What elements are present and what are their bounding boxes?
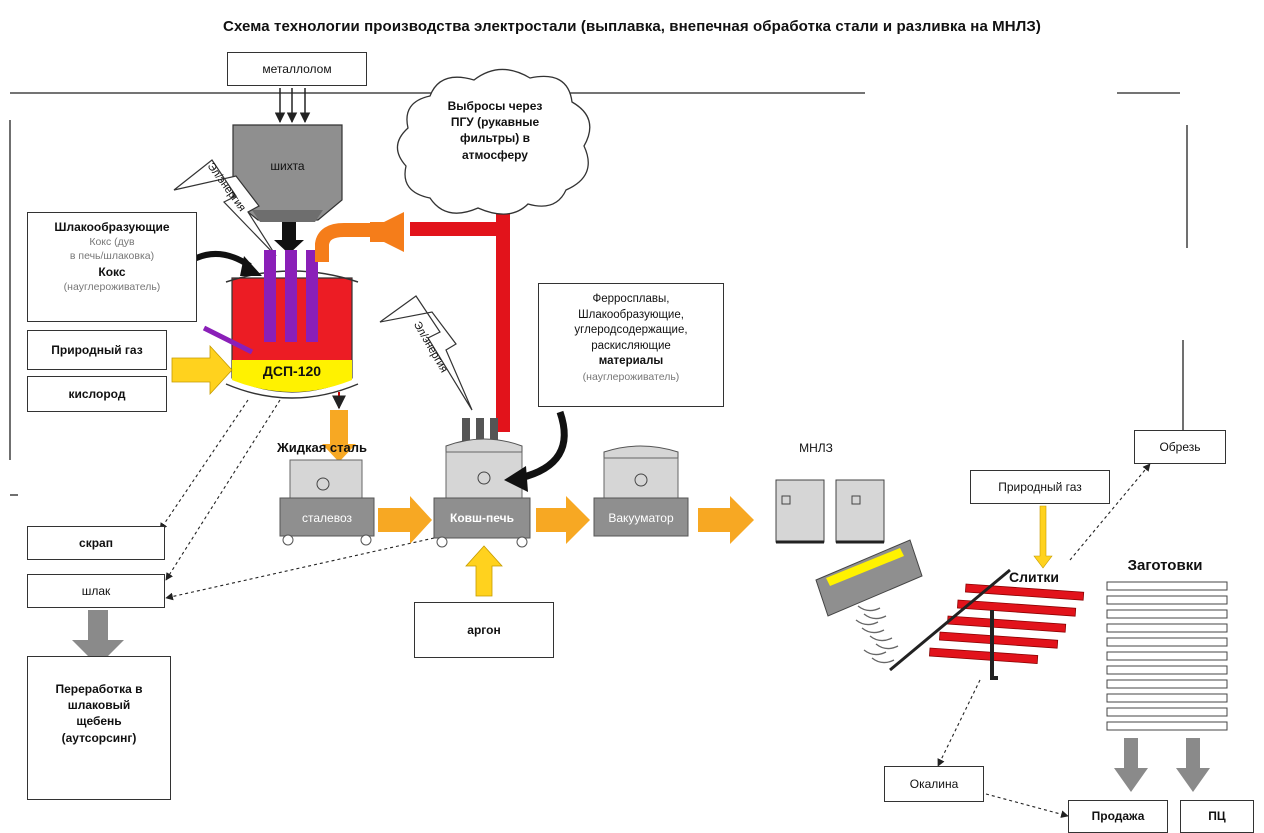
box-oxygen: кислород bbox=[27, 376, 167, 412]
curved-arrow-icon bbox=[519, 410, 568, 482]
vacuum-degasser bbox=[593, 445, 689, 537]
label-vacuum: Вакууматор bbox=[608, 511, 674, 525]
box-obrez: Обрезь bbox=[1134, 430, 1226, 464]
label-sale: Продажа bbox=[1091, 809, 1145, 824]
label-liquid-steel: Жидкая сталь bbox=[276, 440, 367, 455]
curved-arrow-head bbox=[240, 256, 262, 276]
electrode bbox=[264, 250, 276, 342]
ferroalloys-line: Шлакообразующие, bbox=[578, 308, 684, 321]
ladle-furnace bbox=[433, 418, 531, 548]
emissions-line: Выбросы через bbox=[447, 99, 543, 113]
box-scale: Окалина bbox=[884, 766, 984, 802]
label-pc: ПЦ bbox=[1208, 809, 1226, 824]
diagram-title: Схема технологии производства электроста… bbox=[223, 18, 1041, 35]
ferroalloys-line: углеродсодержащие, bbox=[574, 324, 688, 337]
label-natural-gas-1: Природный газ bbox=[51, 342, 143, 357]
processing-line: (аутсорсинг) bbox=[61, 730, 137, 745]
slag-formers-line: Кокс bbox=[98, 264, 126, 279]
lightning-bolt-icon bbox=[379, 295, 473, 411]
slag-formers-line: Шлакообразующие bbox=[54, 220, 170, 234]
box-natural-gas-2: Природный газ bbox=[970, 470, 1110, 504]
gas-arrow bbox=[171, 344, 233, 396]
billets-stack bbox=[1106, 581, 1228, 731]
label-shikhta: шихта bbox=[270, 159, 305, 173]
ingot-rack bbox=[889, 568, 1011, 672]
arc-furnace bbox=[202, 250, 359, 399]
dashed-connectors bbox=[159, 399, 1151, 818]
box-slag-formers: Шлакообразующие Кокс (дув в печь/шлаковк… bbox=[27, 212, 197, 322]
slag-formers-line: Кокс (дув bbox=[89, 236, 135, 249]
label-ingots: Слитки bbox=[1008, 569, 1060, 585]
electrode bbox=[306, 250, 318, 342]
label-oxygen: кислород bbox=[68, 386, 126, 401]
label-slag: шлак bbox=[81, 583, 111, 598]
processing-line: щебень bbox=[76, 714, 122, 729]
ingot-hook bbox=[990, 610, 998, 680]
emissions-line: атмосферу bbox=[462, 147, 528, 162]
ccm-molds bbox=[775, 479, 885, 544]
label-billets: Заготовки bbox=[1127, 557, 1203, 574]
label-natural-gas-2: Природный газ bbox=[998, 479, 1082, 494]
label-emissions: Выбросы через ПГУ (рукавные фильтры) в а… bbox=[410, 98, 580, 163]
label-dsp: ДСП-120 bbox=[262, 363, 322, 379]
sale-arrow bbox=[1114, 738, 1148, 792]
flow-arrow-2 bbox=[536, 496, 590, 544]
processing-line: Переработка в bbox=[55, 682, 143, 696]
label-scale: Окалина bbox=[909, 776, 959, 791]
cloud-icon bbox=[396, 68, 591, 215]
frame-lines bbox=[9, 92, 1188, 496]
slag-formers-line: в печь/шлаковка) bbox=[69, 250, 155, 263]
ferroalloys-line: материалы bbox=[598, 355, 664, 368]
gas-down-arrow bbox=[1033, 505, 1053, 569]
emissions-line: ПГУ (рукавные bbox=[450, 115, 540, 130]
box-argon: аргон bbox=[414, 602, 554, 658]
argon-arrow bbox=[465, 545, 503, 597]
hopper-outlet bbox=[252, 210, 323, 222]
box-sale: Продажа bbox=[1068, 800, 1168, 833]
label-obrez: Обрезь bbox=[1159, 439, 1201, 454]
processing-line: шлаковый bbox=[67, 698, 131, 713]
curved-arrow-head bbox=[504, 466, 528, 492]
ingots-stack bbox=[929, 583, 1085, 664]
label-mnlz: МНЛЗ bbox=[799, 441, 833, 455]
lance bbox=[202, 325, 254, 355]
ferroalloys-line: Ферросплавы, bbox=[592, 293, 670, 305]
flow-arrow-1 bbox=[378, 496, 432, 544]
steel-ladle bbox=[279, 459, 375, 546]
scrap-feed-arrows bbox=[274, 88, 311, 124]
box-scrap: скрап bbox=[27, 526, 165, 560]
ccm-strand bbox=[815, 539, 923, 664]
box-slag: шлак bbox=[27, 574, 165, 608]
electrode bbox=[285, 250, 297, 342]
label-metallolom: металлолом bbox=[262, 61, 332, 76]
label-scrap: скрап bbox=[79, 535, 113, 550]
label-argon: аргон bbox=[467, 622, 501, 637]
label-ladle-furnace: Ковш-печь bbox=[450, 511, 514, 525]
box-natural-gas-1: Природный газ bbox=[27, 330, 167, 370]
charge-down-arrow bbox=[274, 222, 304, 254]
pc-arrow bbox=[1176, 738, 1210, 792]
flow-arrow-3 bbox=[698, 496, 754, 544]
slag-processing-arrow bbox=[72, 610, 124, 666]
box-processing: Переработка в шлаковый щебень (аутсорсин… bbox=[27, 656, 171, 800]
box-pc: ПЦ bbox=[1180, 800, 1254, 833]
slag-formers-line: (науглероживатель) bbox=[63, 280, 161, 293]
liquid-steel-arrow bbox=[322, 410, 356, 462]
box-ferroalloys: Ферросплавы, Шлакообразующие, углеродсод… bbox=[538, 283, 724, 407]
box-metallolom: металлолом bbox=[227, 52, 367, 86]
exhaust-pipe bbox=[410, 170, 516, 432]
ferroalloys-line: раскисляющие bbox=[591, 339, 671, 352]
ferroalloys-line: (науглероживатель) bbox=[582, 370, 680, 383]
emissions-line: фильтры) в bbox=[460, 131, 530, 146]
label-steel-ladle: сталевоз bbox=[302, 511, 352, 525]
offgas-pipe bbox=[315, 212, 404, 262]
